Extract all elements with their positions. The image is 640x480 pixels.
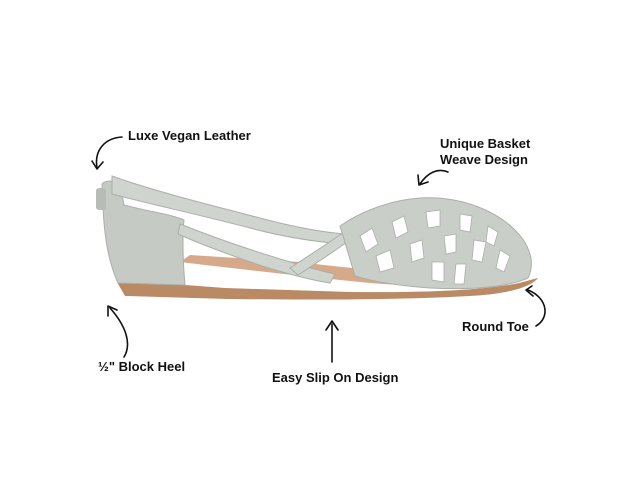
- sandal-heel-tab: [96, 188, 106, 210]
- callout-basket-weave-line2: Weave Design: [440, 152, 528, 167]
- callout-block-heel: ½" Block Heel: [98, 359, 186, 374]
- callout-basket-weave-line1: Unique Basket: [440, 136, 531, 151]
- sandal-image: [96, 175, 538, 300]
- callout-round-toe: Round Toe: [462, 319, 529, 334]
- straight-arrow-icon: [325, 320, 339, 363]
- sandal-sole: [117, 278, 538, 300]
- callout-luxe-vegan-leather: Luxe Vegan Leather: [128, 128, 251, 143]
- curved-arrow-icon: [91, 136, 123, 170]
- sandal-weave-pattern: [359, 209, 511, 285]
- curved-arrow-icon: [525, 285, 546, 327]
- curved-arrow-icon: [107, 305, 129, 358]
- callout-easy-slip-on: Easy Slip On Design: [272, 370, 399, 385]
- curved-arrow-icon: [417, 169, 449, 186]
